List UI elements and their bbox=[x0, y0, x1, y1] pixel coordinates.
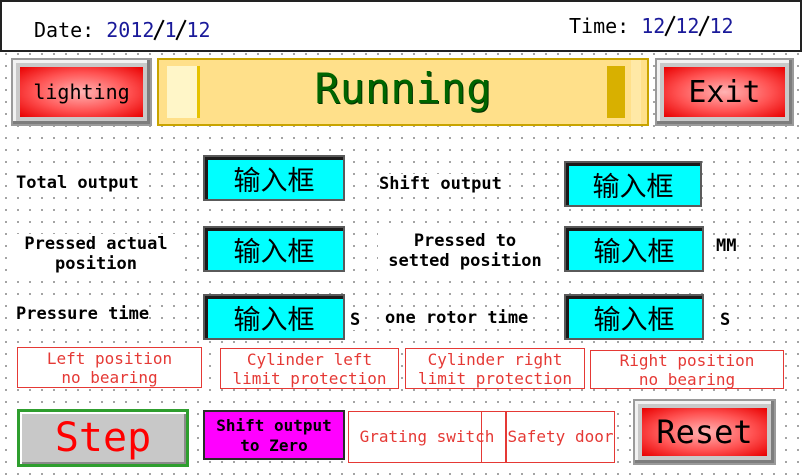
indicator-right-position: Right position no bearing bbox=[590, 350, 784, 389]
pressure-time-unit: S bbox=[350, 310, 361, 330]
time-second: 12 bbox=[709, 14, 734, 38]
one-rotor-time-label: one rotor time bbox=[385, 308, 529, 328]
pressed-actual-label-line2: position bbox=[55, 254, 137, 274]
total-output-label: Total output bbox=[16, 173, 139, 193]
pressed-setted-label-line1: Pressed to bbox=[413, 231, 517, 251]
indicator-grating-switch: Grating switch bbox=[348, 411, 506, 463]
lighting-button-label: lighting bbox=[20, 67, 143, 117]
shift-output-field[interactable]: 输入框 bbox=[564, 161, 702, 207]
time-minute: 12 bbox=[675, 14, 700, 38]
pressed-setted-unit: MM bbox=[716, 236, 737, 256]
date-day: 12 bbox=[186, 18, 211, 42]
exit-button[interactable]: Exit bbox=[655, 58, 794, 126]
date-label: Date: bbox=[34, 18, 95, 42]
indicator-divider bbox=[481, 411, 482, 463]
one-rotor-time-unit: S bbox=[720, 310, 731, 330]
top-status-bar: Date: 2012 1 12 Time: 12 12 12 bbox=[0, 0, 802, 52]
indicator-cylinder-left-line1: Cylinder left bbox=[246, 350, 373, 369]
indicator-left-position-line1: Left position bbox=[46, 349, 173, 368]
status-banner: Running bbox=[157, 58, 649, 126]
shift-output-zero-line1: Shift output bbox=[216, 416, 332, 435]
pressed-setted-label-line2: setted position bbox=[388, 251, 542, 271]
shift-output-zero-line2: to Zero bbox=[240, 436, 308, 455]
shift-output-zero-button[interactable]: Shift output to Zero bbox=[203, 410, 345, 460]
time-label: Time: bbox=[569, 14, 630, 38]
indicator-cylinder-right-line2: limit protection bbox=[417, 369, 573, 388]
one-rotor-time-field[interactable]: 输入框 bbox=[564, 294, 704, 340]
indicator-left-position: Left position no bearing bbox=[17, 347, 202, 388]
indicator-cylinder-left-line2: limit protection bbox=[232, 369, 387, 388]
time-hour: 12 bbox=[641, 14, 666, 38]
indicator-cylinder-right: Cylinder right limit protection bbox=[405, 348, 585, 389]
indicator-safety-door: Safety door bbox=[506, 411, 615, 463]
indicator-cylinder-right-line1: Cylinder right bbox=[427, 350, 563, 369]
pressed-setted-field[interactable]: 输入框 bbox=[564, 226, 704, 272]
indicator-right-position-line1: Right position bbox=[619, 351, 755, 370]
date-month: 1 bbox=[164, 18, 177, 42]
time-display: Time: 12 12 12 bbox=[569, 14, 734, 38]
date-year: 2012 bbox=[106, 18, 155, 42]
pressed-actual-field[interactable]: 输入框 bbox=[203, 226, 345, 272]
pressed-setted-label: Pressed to setted position bbox=[378, 231, 552, 271]
indicator-left-position-line2: no bearing bbox=[61, 368, 158, 387]
banner-right-edge bbox=[631, 60, 641, 124]
date-display: Date: 2012 1 12 bbox=[34, 18, 211, 42]
pressed-actual-label-line1: Pressed actual bbox=[24, 234, 168, 254]
shift-output-label: Shift output bbox=[379, 174, 502, 194]
pressed-actual-label: Pressed actual position bbox=[14, 234, 178, 274]
total-output-field[interactable]: 输入框 bbox=[203, 155, 345, 201]
exit-button-label: Exit bbox=[664, 67, 785, 117]
reset-button-label: Reset bbox=[642, 408, 767, 456]
lighting-button[interactable]: lighting bbox=[11, 58, 152, 126]
step-button[interactable]: Step bbox=[17, 409, 189, 467]
status-title: Running bbox=[314, 64, 492, 113]
indicator-cylinder-left: Cylinder left limit protection bbox=[220, 348, 399, 389]
indicator-right-position-line2: no bearing bbox=[638, 370, 736, 389]
banner-left-bar bbox=[167, 66, 200, 118]
pressure-time-field[interactable]: 输入框 bbox=[203, 294, 345, 340]
pressure-time-label: Pressure time bbox=[16, 304, 150, 324]
banner-right-bar bbox=[607, 66, 625, 118]
reset-button[interactable]: Reset bbox=[633, 399, 776, 465]
